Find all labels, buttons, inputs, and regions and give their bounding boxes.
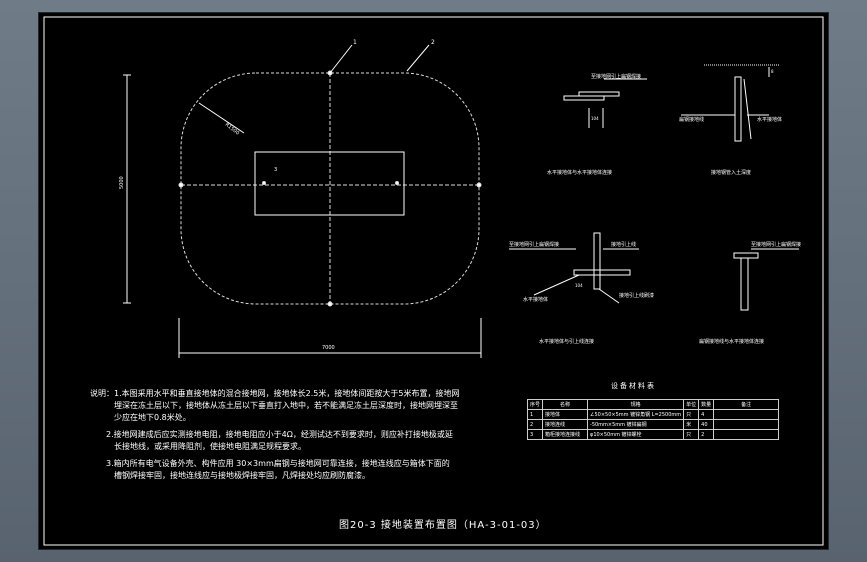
annotation-label: 接地引上线刷漆 bbox=[619, 292, 654, 299]
annotation-label: 104 bbox=[575, 283, 583, 288]
height-dimension: 5000 bbox=[119, 176, 125, 189]
ground-rod bbox=[178, 182, 184, 188]
table-title: 设备材料表 bbox=[611, 382, 656, 390]
detail-4-caption: 扁钢接地线与水平接地体连接 bbox=[699, 338, 764, 345]
table-cell: 接地连线 bbox=[542, 419, 589, 430]
table-cell bbox=[713, 409, 780, 420]
note-line: 说明：1.本图采用水平和垂直接地体的混合接地网，接地体长2.5米，接地体间距按大… bbox=[90, 389, 460, 398]
note-line: 3.箱内所有电气设备外壳、构件应用 30×3mm扁钢与接地网可靠连接，接地连线应… bbox=[106, 459, 450, 468]
table-cell: φ10×50mm 镀锌螺栓 bbox=[587, 429, 685, 440]
table-cell: 米 bbox=[683, 419, 700, 430]
material-table: 序号 名称 规格 单位 数量 备注 1 接地体 ∠50×50×5mm 镀锌角钢 … bbox=[526, 399, 780, 440]
annotation-label: 至接地网引上扁钢焊接 bbox=[591, 73, 641, 80]
detail-1-caption: 水平接地体与水平接地体连接 bbox=[547, 169, 612, 176]
annotation-label: 水平接地体 bbox=[523, 296, 548, 303]
drawing-caption: 图20-3 接地装置布置图（HA-3-01-03） bbox=[339, 520, 547, 531]
table-header: 序号 bbox=[526, 399, 544, 410]
table-cell bbox=[713, 419, 780, 430]
detail-4 bbox=[733, 248, 799, 311]
detail-2-caption: 接地钢管入土深度 bbox=[711, 169, 751, 176]
ground-rod bbox=[327, 301, 333, 307]
annotation-label: 104 bbox=[591, 116, 599, 121]
detail-2 bbox=[681, 64, 779, 142]
table-header-row: 序号 名称 规格 单位 数量 备注 bbox=[526, 399, 780, 410]
annotation-label: 水平接地体 bbox=[757, 116, 782, 123]
annotation-label: 扁钢接地线 bbox=[679, 116, 704, 123]
table-header: 数量 bbox=[698, 399, 715, 410]
annotation-label: 8 bbox=[771, 69, 774, 74]
table-cell: 2 bbox=[698, 429, 715, 440]
table-cell: 40 bbox=[698, 419, 715, 430]
table-cell: 接地体 bbox=[542, 409, 589, 420]
table-row: 1 接地体 ∠50×50×5mm 镀锌角钢 L=2500mm 只 4 bbox=[526, 409, 780, 420]
table-cell: -50mm×5mm 镀锌扁钢 bbox=[587, 419, 685, 430]
table-cell: 2 bbox=[526, 419, 544, 430]
detail-3 bbox=[509, 232, 639, 304]
equipment-box bbox=[254, 151, 405, 216]
annotation-label: 至接地网引上扁钢焊接 bbox=[509, 241, 559, 248]
callout-3: 3 bbox=[274, 167, 277, 173]
note-line: 槽钢焊接牢固，接地连线应与接地极焊接牢固，凡焊接处均应刷防腐漆。 bbox=[114, 471, 370, 480]
table-header: 备注 bbox=[713, 399, 780, 410]
table-cell: ∠50×50×5mm 镀锌角钢 L=2500mm bbox=[587, 409, 685, 420]
ground-rod bbox=[476, 182, 482, 188]
drawing-viewport[interactable]: 5000 7000 R1500 1 2 3 至接地网引上扁钢焊接 104 水平接… bbox=[38, 12, 829, 550]
note-line: 长接地线，或采用降阻剂，使接地电阻满足规程要求。 bbox=[114, 442, 306, 451]
table-row: 2 接地连线 -50mm×5mm 镀锌扁钢 米 40 bbox=[526, 419, 780, 430]
note-line: 少应在地下0.8米处。 bbox=[114, 413, 191, 422]
table-header: 单位 bbox=[683, 399, 700, 410]
table-cell: 只 bbox=[683, 429, 700, 440]
note-line: 2.接地网建成后应实测接地电阻，接地电阻应小于4Ω，经测试达不到要求时，则应补打… bbox=[106, 430, 453, 439]
table-cell bbox=[713, 429, 780, 440]
table-header: 名称 bbox=[542, 399, 589, 410]
grounding-plan bbox=[123, 44, 482, 358]
table-cell: 3 bbox=[526, 429, 544, 440]
radius-leader bbox=[198, 102, 245, 134]
table-cell: 只 bbox=[683, 409, 700, 420]
annotation-label: 接地引上线 bbox=[611, 241, 636, 248]
note-line: 埋深在冻土层以下，接地体从冻土层以下垂直打入地中，若不能满足冻土层深度时，接地网… bbox=[114, 401, 458, 410]
ground-point bbox=[262, 181, 266, 185]
callout-2: 2 bbox=[431, 39, 435, 46]
table-row: 3 箱柜接地连接线 φ10×50mm 镀锌螺栓 只 2 bbox=[526, 429, 780, 440]
detail-1 bbox=[563, 78, 647, 128]
grounding-loop bbox=[180, 72, 480, 305]
callout-1: 1 bbox=[353, 39, 357, 46]
table-header: 规格 bbox=[587, 399, 685, 410]
annotation-label: 至接地网引上扁钢焊接 bbox=[751, 241, 801, 248]
table-cell: 4 bbox=[698, 409, 715, 420]
table-cell: 箱柜接地连接线 bbox=[542, 429, 589, 440]
ground-point bbox=[395, 181, 399, 185]
radius-label: R1500 bbox=[224, 122, 240, 137]
width-dimension: 7000 bbox=[322, 345, 335, 351]
table-cell: 1 bbox=[526, 409, 544, 420]
detail-3-caption: 水平接地体与引上线连接 bbox=[539, 338, 594, 345]
outer-frame bbox=[43, 16, 824, 546]
cad-drawing: 5000 7000 R1500 1 2 3 至接地网引上扁钢焊接 104 水平接… bbox=[43, 16, 824, 546]
